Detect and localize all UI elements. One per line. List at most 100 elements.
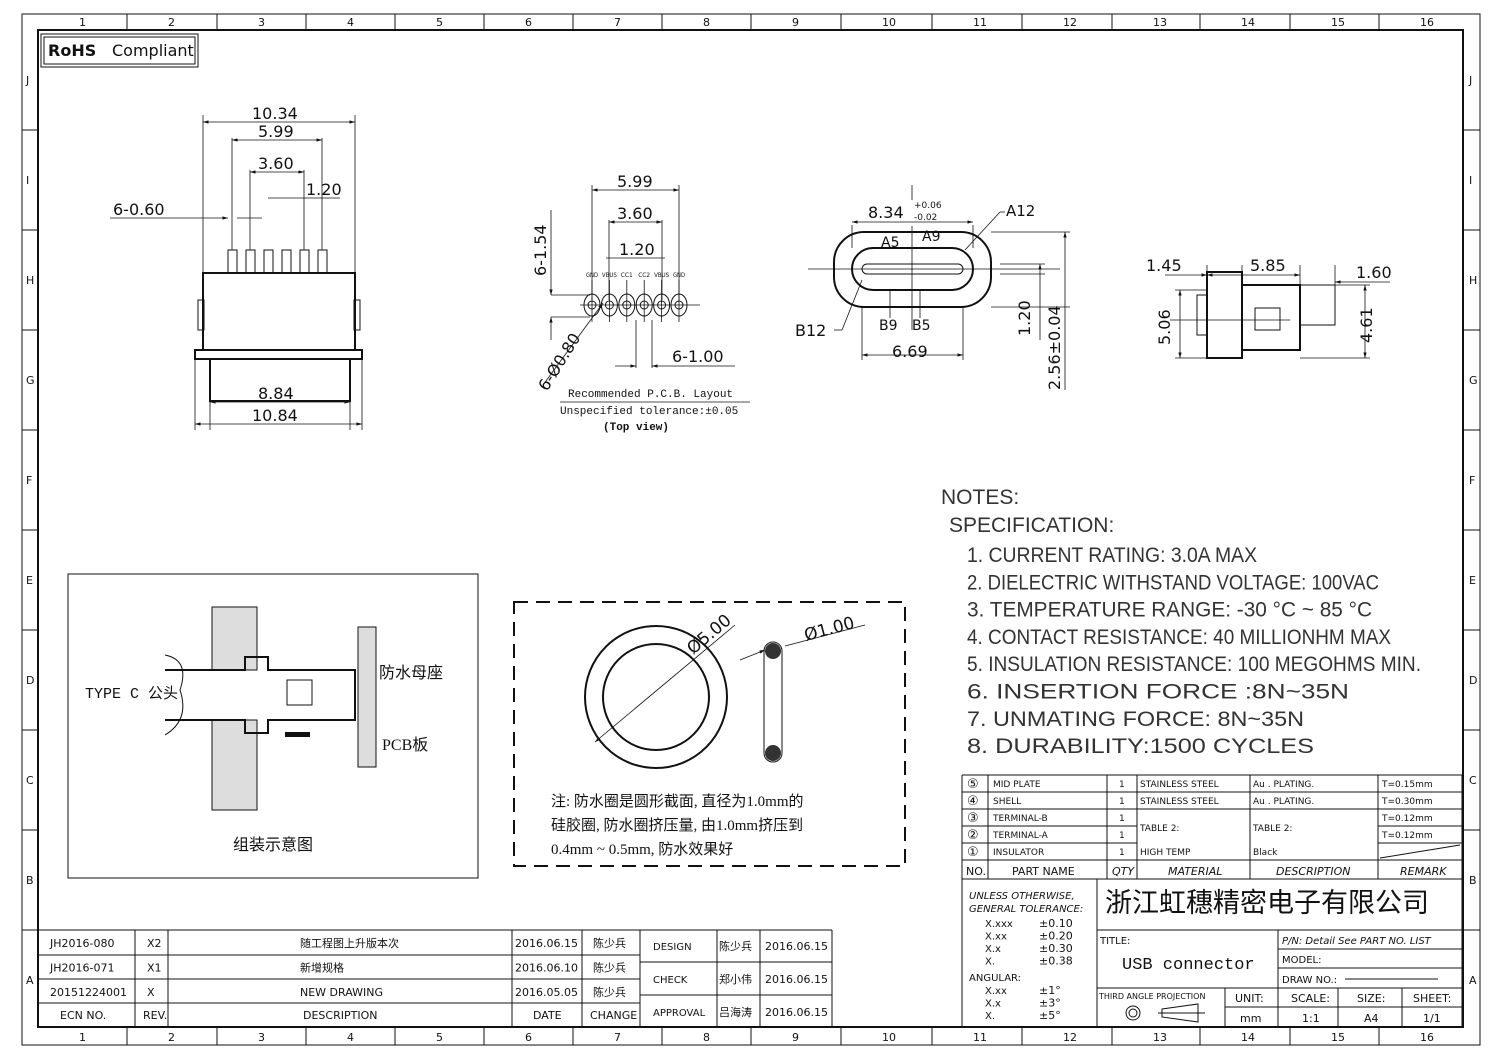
tolerance-value: ±0.10 [1039, 917, 1073, 930]
ring-section-diameter: Ø1.00 [802, 613, 857, 646]
model-label: MODEL: [1282, 955, 1321, 966]
grid-column-label: 11 [973, 1031, 987, 1044]
unit-label: UNIT: [1235, 992, 1264, 1005]
approval-date: 2016.06.15 [765, 1006, 828, 1019]
ring-note-line: 注: 防水圈是圆形截面, 直径为1.0mm的 [551, 793, 804, 810]
dim-pins: 6-0.60 [113, 200, 165, 219]
grid-row-label: J [1468, 74, 1472, 87]
angular-key: X. [985, 1011, 995, 1022]
bom-description: Au . PLATING. [1253, 780, 1314, 790]
bom-part-name: INSULATOR [993, 848, 1044, 858]
tolerance-key: X.x [985, 944, 1001, 955]
rev-change: 陈少兵 [593, 985, 626, 999]
tolerance-key: X. [985, 957, 995, 968]
grid-column-label: 5 [436, 16, 443, 29]
note-item: 7. UNMATING FORCE: 8N~35N [967, 708, 1304, 731]
bom-header: DESCRIPTION [1276, 865, 1350, 878]
dim-3-60: 3.60 [258, 154, 294, 173]
grid-column-label: 8 [703, 1031, 710, 1044]
bom-part-number: ③ [967, 811, 979, 826]
grid-column-label: 5 [436, 1031, 443, 1044]
bom-description: TABLE 2: [1252, 824, 1292, 834]
grid-column-label: 7 [614, 16, 621, 29]
grid-column-label: 9 [792, 16, 799, 29]
grid-column-label: 12 [1063, 16, 1077, 29]
grid-row-label: A [26, 974, 34, 987]
pcb-top-view: (Top view) [603, 422, 669, 434]
bom-description: Black [1253, 848, 1278, 858]
angular-value: ±3° [1039, 997, 1061, 1010]
grid-column-label: 14 [1241, 1031, 1255, 1044]
tolerance-key: X.xxx [985, 919, 1013, 930]
end-dim-6-69: 6.69 [892, 342, 928, 361]
side-dim-5-85: 5.85 [1250, 256, 1286, 275]
end-dim-1-20: 1.20 [1015, 300, 1034, 336]
side-dim-1-45: 1.45 [1146, 256, 1182, 275]
note-item: 5. INSULATION RESISTANCE: 100 MEGOHMS MI… [967, 653, 1421, 676]
side-dim-1-60: 1.60 [1356, 263, 1392, 282]
angular-label: ANGULAR: [969, 973, 1021, 984]
grid-row-label: B [26, 874, 34, 887]
front-view: 10.34 5.99 3.60 1.20 6-0.60 8.84 10.84 [110, 104, 363, 430]
angular-key: X.xx [985, 986, 1007, 997]
approval-name: 陈少兵 [719, 939, 752, 953]
note-item: 6. INSERTION FORCE :8N~35N [967, 681, 1349, 704]
grid-row-label: F [1469, 474, 1475, 487]
notes: NOTES: SPECIFICATION: 1. CURRENT RATING:… [941, 486, 1421, 758]
grid-column-label: 1 [79, 16, 86, 29]
grid-column-label: 1 [79, 1031, 86, 1044]
bom-part-number: ① [967, 845, 979, 860]
approval-role: CHECK [653, 975, 688, 986]
grid-column-label: 15 [1331, 16, 1345, 29]
ring-note-line: 0.4mm ~ 0.5mm, 防水效果好 [551, 841, 733, 858]
pcb-pin-label: GND [673, 272, 685, 279]
label-b9: B9 [879, 318, 898, 334]
pcb-pitch: 6-1.00 [672, 347, 724, 366]
pcb-pad-length: 6-1.54 [531, 224, 550, 276]
label-a12: A12 [1006, 202, 1035, 220]
pcb-pin-label: CC2 [638, 272, 650, 279]
pcb-pin-label: CC1 [621, 272, 633, 279]
grid-row-label: G [26, 374, 35, 387]
grid-row-label: J [25, 74, 29, 87]
end-tol-plus: +0.06 [914, 201, 942, 211]
angular-value: ±1° [1039, 984, 1061, 997]
draw-no-label: DRAW NO.: [1282, 975, 1337, 986]
rev-date: 2016.06.15 [515, 937, 578, 950]
grid-row-label: D [1469, 674, 1477, 687]
approval-role: APPROVAL [653, 1008, 706, 1019]
angular-key: X.x [985, 999, 1001, 1010]
projection-symbol-icon [1128, 1008, 1138, 1018]
company-name: 浙江虹穗精密电子有限公司 [1105, 888, 1429, 918]
grid-row-label: G [1469, 374, 1478, 387]
side-dim-5-06: 5.06 [1155, 309, 1174, 345]
grid-column-label: 12 [1063, 1031, 1077, 1044]
ring-note-line: 硅胶圈, 防水圈挤压量, 由1.0mm挤压到 [551, 817, 803, 834]
dim-10-34: 10.34 [252, 104, 298, 123]
note-item: 4. CONTACT RESISTANCE: 40 MILLIONHM MAX [967, 626, 1391, 649]
size-value: A4 [1364, 1012, 1379, 1025]
end-dim-2-56: 2.56±0.04 [1045, 305, 1064, 390]
title-block: UNLESS OTHERWISE,GENERAL TOLERANCE:X.xxx… [961, 878, 1463, 1028]
end-dim-width: 8.34 [868, 203, 904, 222]
scale-label: SCALE: [1291, 992, 1330, 1005]
grid-column-label: 6 [525, 1031, 532, 1044]
approval-date: 2016.06.15 [765, 940, 828, 953]
revision-header: ECN NO. [60, 1009, 106, 1022]
grid-column-label: 7 [614, 1031, 621, 1044]
tolerance-value: ±0.38 [1039, 955, 1073, 968]
grid-column-label: 9 [792, 1031, 799, 1044]
grid-column-label: 13 [1153, 1031, 1167, 1044]
bom-header: PART NAME [1012, 865, 1075, 878]
pcb-pin-label: VBUS [654, 272, 669, 279]
seal-ring-diagram: Ø5.00 Ø1.00 注: 防水圈是圆形截面, 直径为1.0mm的 硅胶圈, … [513, 601, 906, 867]
tolerance-title: GENERAL TOLERANCE: [969, 904, 1083, 915]
bom-remark: T=0.30mm [1381, 797, 1433, 807]
grid-column-label: 3 [258, 1031, 265, 1044]
approval-name: 吕海涛 [719, 1005, 752, 1019]
rev: X [147, 986, 155, 999]
grid-row-label: F [26, 474, 32, 487]
pcb-dim-5-99: 5.99 [617, 172, 653, 191]
note-item: 8. DURABILITY:1500 CYCLES [967, 735, 1314, 758]
grid-column-label: 4 [347, 1031, 354, 1044]
